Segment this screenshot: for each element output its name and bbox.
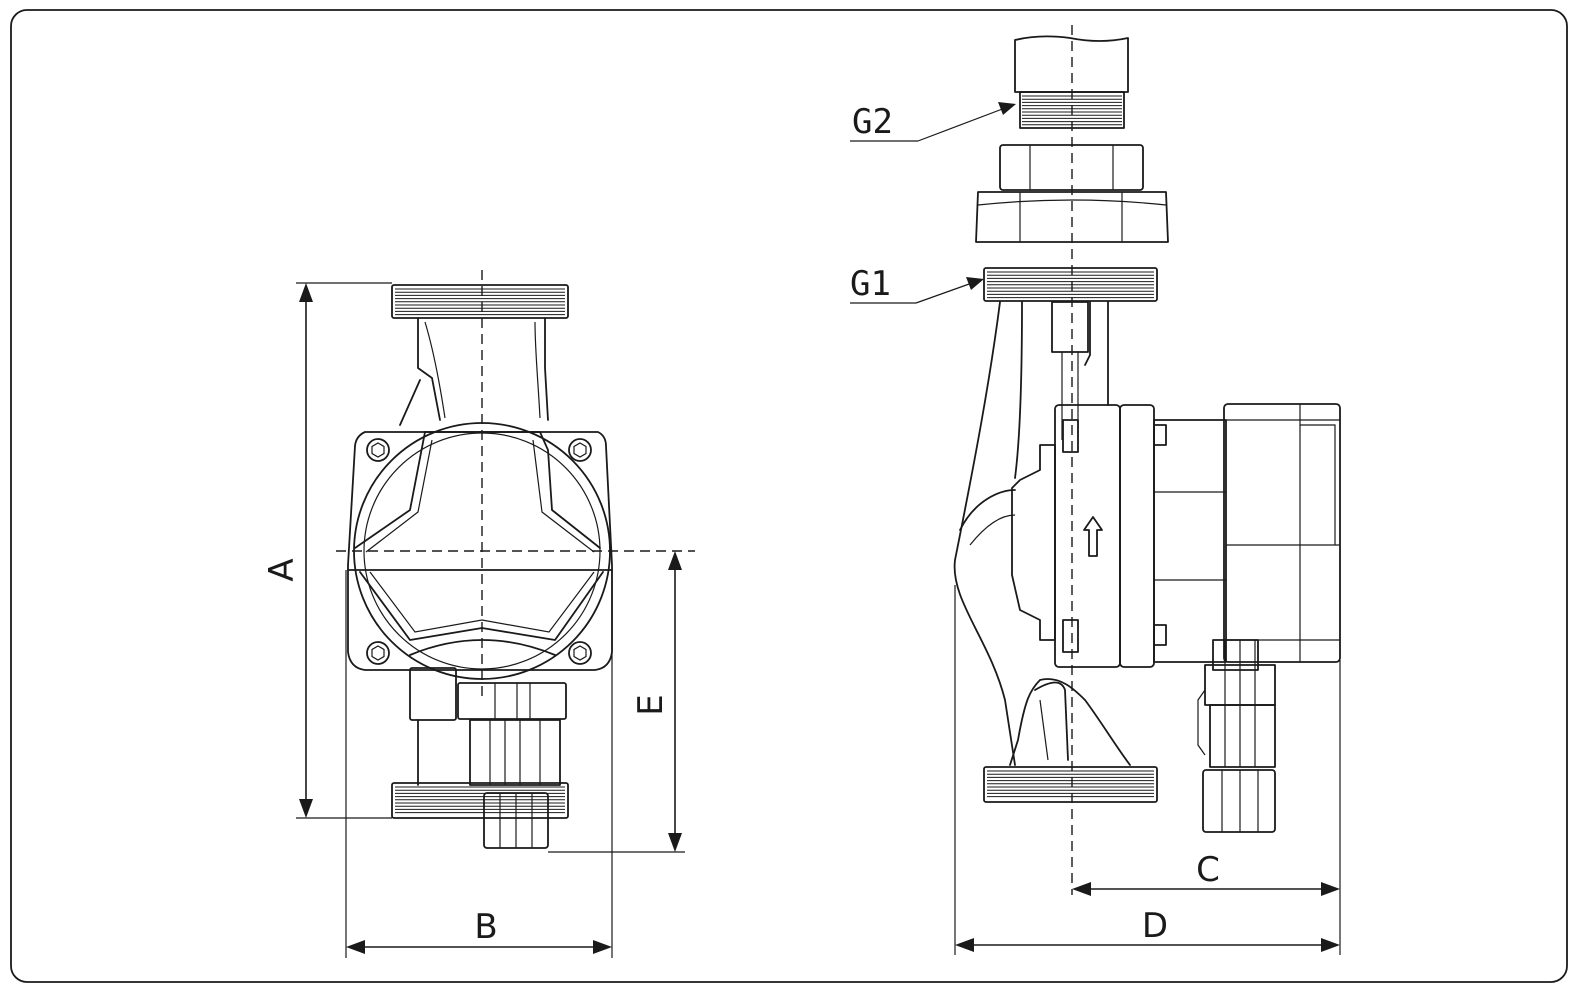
dimension-a: A <box>262 282 392 819</box>
callout-g2-label: G2 <box>852 102 893 142</box>
dimension-c: C <box>1072 660 1341 898</box>
front-bolt-top-left <box>366 438 390 462</box>
up-arrow-icon <box>1083 516 1103 557</box>
callout-g1-label: G1 <box>850 264 891 304</box>
front-bolt-top-right <box>568 438 592 462</box>
drawing-frame <box>10 9 1568 983</box>
dimension-d-label: D <box>1142 906 1168 946</box>
callout-g1: G1 <box>850 264 984 304</box>
side-view <box>953 25 1341 895</box>
front-bottom-thread <box>391 782 569 819</box>
dimension-c-label: C <box>1196 850 1220 890</box>
dimension-a-label: A <box>262 558 302 581</box>
front-top-thread <box>391 284 569 319</box>
dimension-e: E <box>548 551 685 853</box>
dimension-d: D <box>954 585 1341 955</box>
front-bolt-bottom-left <box>366 641 390 665</box>
front-view <box>336 270 695 849</box>
dimension-e-label: E <box>631 694 671 715</box>
callout-g2: G2 <box>850 102 1016 142</box>
dimension-b-label: B <box>474 907 497 947</box>
dimension-b: B <box>345 570 613 958</box>
front-bolt-bottom-right <box>568 641 592 665</box>
